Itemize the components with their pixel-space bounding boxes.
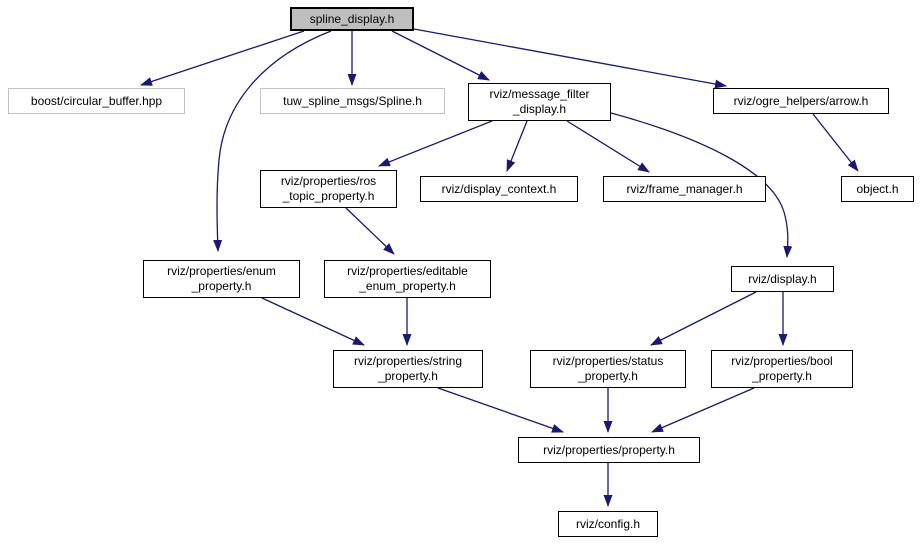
node-config-h[interactable]: rviz/config.h	[558, 511, 658, 537]
node-display-h[interactable]: rviz/display.h	[731, 266, 834, 292]
node-label: rviz/properties/editable _enum_property.…	[347, 264, 468, 293]
edge-message-filter-display-to-display-h	[610, 112, 793, 258]
node-display-context[interactable]: rviz/display_context.h	[420, 176, 578, 202]
edge-display-h-to-status-property	[650, 291, 757, 346]
edge-message-filter-display-to-display-context	[506, 120, 528, 172]
edge-ros-topic-property-to-editable-enum-property	[345, 207, 395, 255]
node-label: rviz/properties/string _property.h	[353, 354, 463, 383]
node-frame-manager[interactable]: rviz/frame_manager.h	[603, 176, 766, 202]
node-label: object.h	[856, 181, 899, 196]
node-label: rviz/display_context.h	[441, 181, 557, 196]
node-editable-enum-property[interactable]: rviz/properties/editable _enum_property.…	[324, 260, 491, 298]
edge-message-filter-display-to-frame-manager	[566, 120, 650, 173]
node-property-h[interactable]: rviz/properties/property.h	[518, 437, 700, 463]
node-label: rviz/properties/bool _property.h	[731, 354, 833, 383]
edge-bool-property-to-property-h	[651, 387, 755, 433]
node-tuw-spline-msgs-spline: tuw_spline_msgs/Spline.h	[260, 88, 445, 114]
node-enum-property[interactable]: rviz/properties/enum _property.h	[143, 260, 300, 298]
edge-ogre-helpers-arrow-to-object-h	[812, 113, 859, 172]
node-label: spline_display.h	[309, 11, 395, 26]
node-label: rviz/ogre_helpers/arrow.h	[733, 93, 869, 108]
node-label: rviz/properties/ros _topic_property.h	[280, 174, 377, 203]
node-label: rviz/frame_manager.h	[626, 181, 743, 196]
node-label: rviz/properties/property.h	[543, 442, 675, 457]
edge-spline-display-h-to-ogre-helpers-arrow	[413, 28, 727, 89]
node-message-filter-display[interactable]: rviz/message_filter _display.h	[468, 83, 611, 121]
node-bool-property[interactable]: rviz/properties/bool _property.h	[711, 350, 853, 388]
edge-enum-property-to-string-property	[261, 297, 365, 346]
node-label: boost/circular_buffer.hpp	[30, 93, 163, 108]
node-string-property[interactable]: rviz/properties/string _property.h	[333, 350, 483, 388]
node-ogre-helpers-arrow[interactable]: rviz/ogre_helpers/arrow.h	[713, 88, 889, 114]
edges-group	[140, 28, 859, 507]
node-label: rviz/display.h	[748, 271, 817, 286]
node-label: tuw_spline_msgs/Spline.h	[283, 93, 422, 108]
edge-spline-display-h-to-enum-property	[213, 30, 332, 252]
node-object-h[interactable]: object.h	[841, 176, 914, 202]
node-spline-display-h: spline_display.h	[290, 7, 414, 31]
node-label: rviz/properties/status _property.h	[552, 354, 664, 383]
edge-spline-display-h-to-message-filter-display	[391, 30, 490, 81]
node-label: rviz/properties/enum _property.h	[167, 264, 276, 293]
node-label: rviz/config.h	[575, 516, 641, 531]
edge-string-property-to-property-h	[437, 387, 564, 433]
edge-message-filter-display-to-ros-topic-property	[378, 120, 493, 167]
node-label: rviz/message_filter _display.h	[489, 87, 590, 116]
node-ros-topic-property[interactable]: rviz/properties/ros _topic_property.h	[260, 170, 397, 208]
node-boost-circular-buffer: boost/circular_buffer.hpp	[8, 88, 185, 114]
edge-spline-display-h-to-boost-circular-buffer	[140, 30, 305, 86]
node-status-property[interactable]: rviz/properties/status _property.h	[530, 350, 686, 388]
